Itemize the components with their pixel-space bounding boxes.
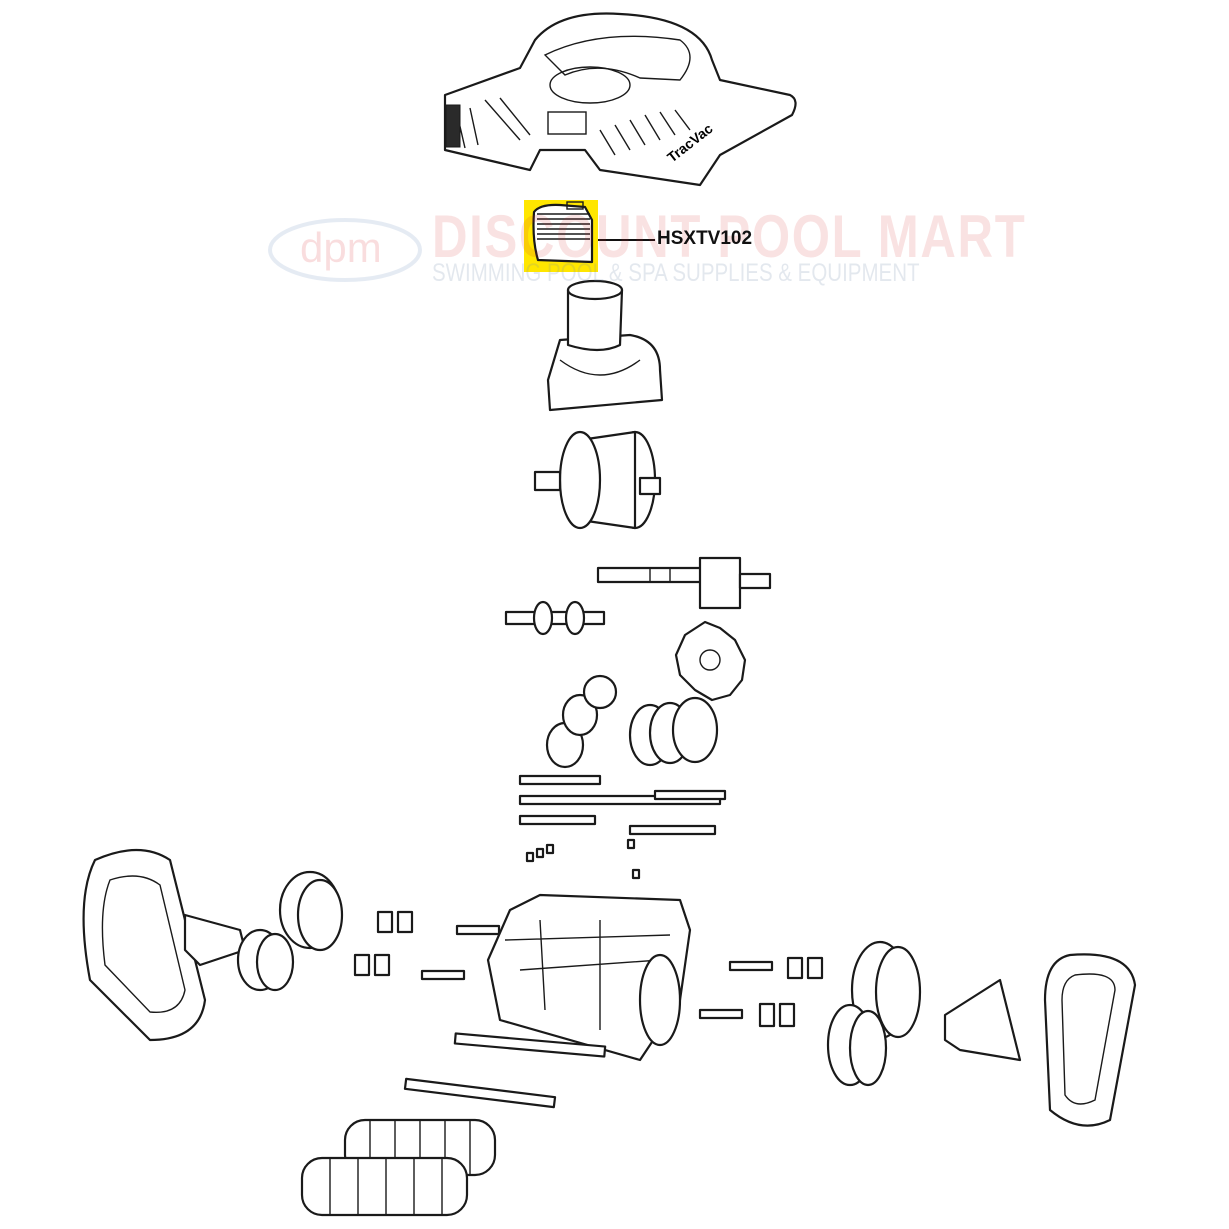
left-drive-bracket	[183, 913, 247, 967]
axle-rods	[518, 774, 727, 836]
left-bearings-pins	[353, 910, 501, 981]
top-cover-part	[443, 12, 797, 187]
watermark-logo: dpm	[268, 218, 422, 282]
right-drive-bracket	[943, 978, 1022, 1062]
left-track-part	[82, 848, 207, 1042]
hose-adapter-part	[546, 279, 664, 412]
long-shafts	[403, 1032, 607, 1109]
screws	[525, 838, 641, 880]
watermark-subtitle: SWIMMING POOL & SPA SUPPLIES & EQUIPMENT	[432, 259, 920, 287]
roller-brushes	[300, 1118, 497, 1217]
chassis-body-part	[486, 893, 692, 1062]
small-shaft-part	[504, 600, 606, 636]
impeller-drum-part	[533, 430, 662, 530]
gear-set-right	[628, 696, 719, 767]
highlighted-part-hsxtv102	[524, 200, 655, 272]
drive-shaft-part	[596, 556, 772, 610]
right-bearings-pins	[698, 956, 824, 1028]
sprocket-part	[674, 620, 747, 702]
svg-text:dpm: dpm	[300, 224, 382, 271]
gear-set-left	[545, 674, 618, 769]
left-wheels	[236, 870, 344, 992]
watermark-title: DISCOUNT POOL MART	[432, 203, 1027, 270]
right-wheels	[826, 940, 922, 1087]
part-number-label: HSXTV102	[657, 228, 753, 249]
right-track-part	[1043, 953, 1137, 1127]
